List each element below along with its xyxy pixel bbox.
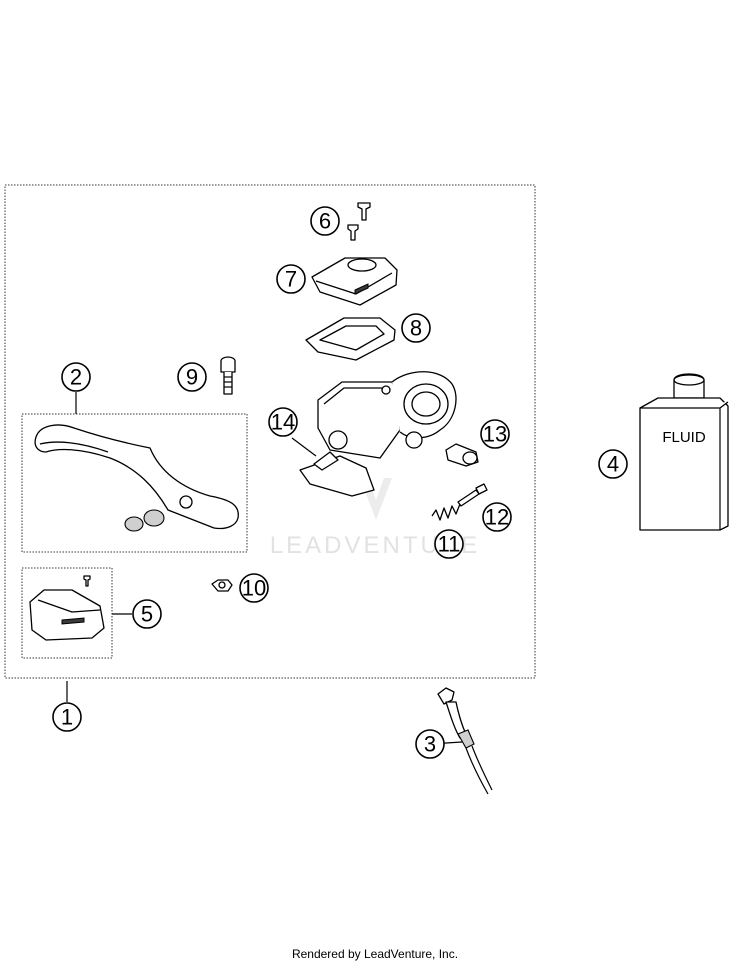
callout-label: 9 — [186, 365, 198, 390]
bolt-part — [220, 356, 236, 395]
callout-6[interactable]: 6 — [310, 206, 340, 236]
callout-label: 14 — [271, 410, 295, 435]
screws-part — [347, 202, 371, 241]
brake-hose-part — [437, 687, 493, 795]
callout-1[interactable]: 1 — [52, 702, 82, 732]
callout-2[interactable]: 2 — [61, 362, 91, 392]
spring-part — [431, 503, 461, 521]
callout-label: 6 — [319, 209, 331, 234]
callout-label: 5 — [141, 602, 153, 627]
callout-label: 2 — [70, 365, 82, 390]
lever-cover-part — [29, 575, 105, 641]
callout-14[interactable]: 14 — [268, 407, 298, 437]
callout-9[interactable]: 9 — [177, 362, 207, 392]
nut-part — [211, 579, 233, 592]
callout-10[interactable]: 10 — [239, 573, 269, 603]
brake-lever-part — [34, 424, 239, 532]
callout-label: 7 — [285, 267, 297, 292]
callout-13[interactable]: 13 — [480, 419, 510, 449]
callout-label: 11 — [438, 532, 461, 557]
callout-7[interactable]: 7 — [276, 264, 306, 294]
callout-3[interactable]: 3 — [415, 729, 445, 759]
callout-label: 10 — [242, 576, 266, 601]
callout-12[interactable]: 12 — [482, 502, 512, 532]
callout-4[interactable]: 4 — [598, 449, 628, 479]
callout-label: 4 — [607, 452, 619, 477]
fluid-label: FLUID — [662, 429, 706, 446]
reservoir-cap-part — [311, 257, 398, 306]
callout-11[interactable]: 11 — [434, 529, 464, 559]
master-cylinder-part — [299, 371, 457, 497]
callout-label: 13 — [483, 422, 507, 447]
lever-outline — [21, 413, 248, 553]
callout-5[interactable]: 5 — [132, 599, 162, 629]
adjust-screw-part — [457, 483, 488, 507]
footer-credit: Rendered by LeadVenture, Inc. — [291, 947, 459, 961]
callout-label: 1 — [61, 705, 73, 730]
plug-part — [445, 443, 479, 467]
gasket-part — [305, 317, 396, 361]
kit-outline — [4, 184, 536, 679]
callout-label: 12 — [485, 505, 509, 530]
callout-label: 3 — [424, 732, 436, 757]
callout-8[interactable]: 8 — [401, 313, 431, 343]
callout-label: 8 — [410, 316, 422, 341]
cover-outline — [21, 567, 113, 659]
fluid-bottle-part: FLUID — [639, 373, 729, 531]
